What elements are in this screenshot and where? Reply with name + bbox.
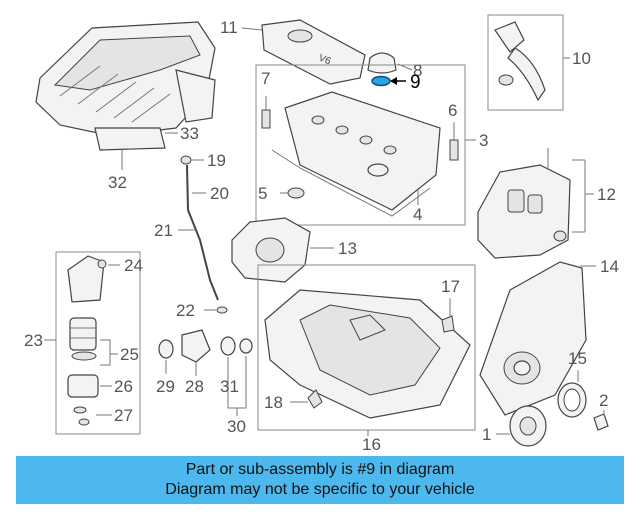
oil-filter-group-frame [55, 251, 141, 435]
callout-15: 15 [568, 349, 587, 368]
intake-manifold [35, 21, 216, 170]
callout-9: 9 [410, 72, 421, 93]
callout-30: 30 [227, 417, 246, 436]
callout-6: 6 [448, 101, 457, 120]
pcv-group-frame [487, 14, 564, 111]
oil-pump-cover [479, 261, 596, 416]
callout-14: 14 [600, 257, 619, 276]
callout-20: 20 [210, 184, 229, 203]
timing-cover [477, 148, 594, 259]
callout-21: 21 [154, 221, 173, 240]
callout-4: 4 [413, 205, 422, 224]
crank-bolt [593, 410, 609, 431]
callout-23: 23 [24, 331, 43, 350]
callout-12: 12 [597, 185, 616, 204]
seal-housing [231, 217, 334, 283]
callout-2: 2 [599, 391, 608, 410]
callout-29: 29 [156, 377, 175, 396]
dipstick [178, 155, 228, 314]
valve-cover-group-frame [255, 64, 466, 226]
callout-24: 24 [124, 256, 143, 275]
engine-cover: V6 [241, 19, 366, 85]
pcv-oil-separator [494, 21, 570, 102]
small-parts [158, 329, 253, 416]
crank-seal [557, 370, 587, 418]
valve-cover [261, 91, 476, 217]
callout-18: 18 [264, 393, 283, 412]
callout-28: 28 [185, 377, 204, 396]
callout-3: 3 [479, 131, 488, 150]
svg-text:V6: V6 [317, 53, 333, 68]
banner-line-1: Part or sub-assembly is #9 in diagram [185, 461, 455, 478]
callout-25: 25 [120, 345, 139, 364]
parts-diagram: V6 [24, 14, 619, 454]
callout-13: 13 [338, 239, 357, 258]
callout-5: 5 [258, 184, 267, 203]
callout-33: 33 [180, 124, 199, 143]
callout-32: 32 [108, 173, 127, 192]
callout-22: 22 [176, 301, 195, 320]
callout-27: 27 [114, 406, 133, 425]
oil-filler-cap [367, 52, 413, 74]
callout-10: 10 [572, 49, 591, 68]
callout-7: 7 [261, 69, 270, 88]
oil-pan [264, 289, 471, 436]
filler-cap-gasket-highlighted [371, 75, 406, 87]
crank-pulley [496, 405, 547, 447]
oil-filter-housing [44, 255, 120, 426]
info-banner: Part or sub-assembly is #9 in diagram Di… [16, 456, 624, 504]
callout-16: 16 [362, 435, 381, 454]
callout-26: 26 [114, 377, 133, 396]
callout-11: 11 [220, 18, 238, 37]
oil-pan-group-frame [257, 264, 476, 431]
banner-line-2: Diagram may not be specific to your vehi… [165, 481, 475, 498]
callout-31: 31 [220, 377, 239, 396]
callout-17: 17 [441, 277, 460, 296]
callout-19: 19 [207, 151, 226, 170]
callout-8: 8 [413, 61, 422, 80]
callout-1: 1 [482, 425, 491, 444]
